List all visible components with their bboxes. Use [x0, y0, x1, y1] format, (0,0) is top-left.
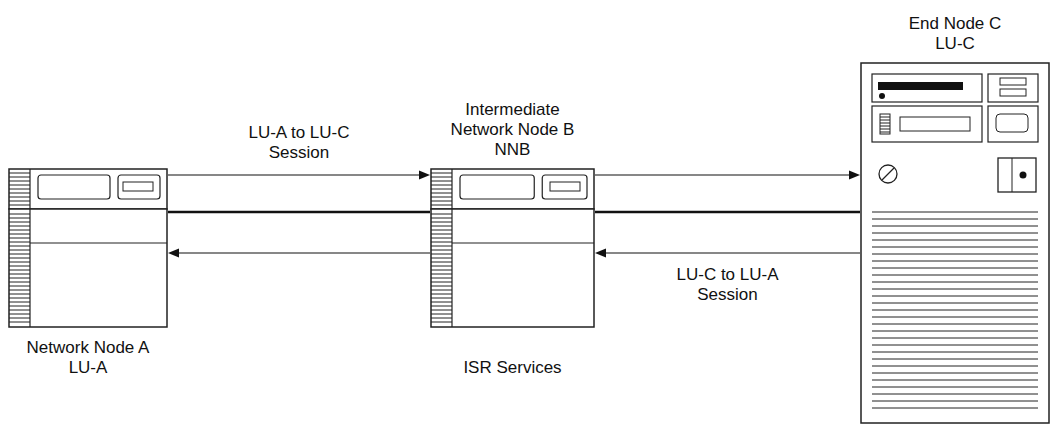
session-label: LU-A to LU-C Session: [240, 123, 359, 163]
node-label: Network Node A LU-A: [18, 338, 158, 378]
session-arrow: [595, 249, 860, 258]
session-label: LU-C to LU-A Session: [668, 265, 787, 305]
computer-node: Intermediate Network Node B NNBISR Servi…: [430, 168, 595, 328]
link-line: [168, 212, 430, 213]
node-label: ISR Services: [443, 358, 583, 378]
session-arrow: [168, 171, 430, 180]
server-node: End Node C LU-C: [860, 62, 1050, 424]
link-line: [595, 212, 860, 213]
node-label: End Node C LU-C: [900, 14, 1010, 54]
session-arrow: [168, 249, 430, 258]
desktop-illustration: [430, 168, 595, 328]
desktop-illustration: [8, 168, 168, 328]
tower-illustration: [860, 62, 1050, 424]
session-arrow: [595, 171, 860, 180]
computer-node: Network Node A LU-A: [8, 168, 168, 328]
node-label: Intermediate Network Node B NNB: [445, 100, 580, 160]
